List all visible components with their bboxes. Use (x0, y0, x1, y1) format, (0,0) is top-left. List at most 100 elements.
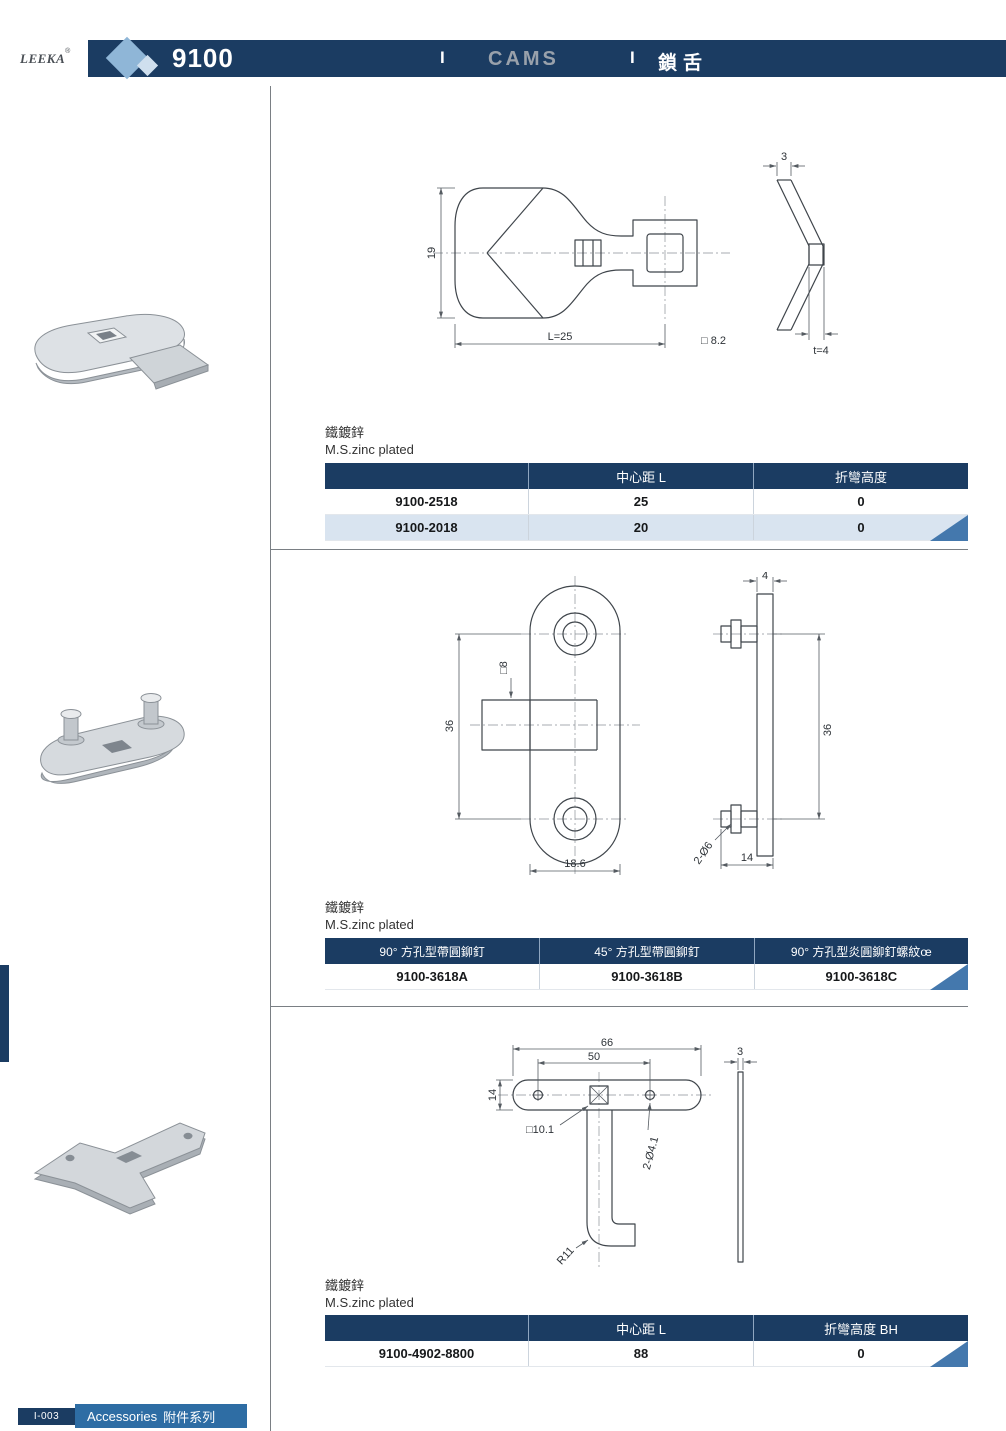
dim-label-square-8: □8 (498, 661, 510, 674)
brand-logo: LEEKA ® (0, 40, 88, 77)
dimension-width-18-6: 18.6 (529, 858, 621, 875)
brand-name: LEEKA (20, 50, 66, 66)
material-note-3: 鐵鍍鋅 M.S.zinc plated (325, 1277, 414, 1311)
diamond-icon-large (105, 36, 149, 80)
center-distance-value: 88 (528, 1341, 753, 1366)
dim-label-36-side: 36 (822, 724, 834, 736)
dimension-radius-R11: R11 (555, 1239, 589, 1267)
material-zh: 鐵鍍鋅 (325, 900, 365, 915)
category-title-en: CAMS (488, 48, 559, 70)
dimension-square-8: □8 (498, 661, 513, 698)
footer-category-bar: Accessories 附件系列 (75, 1404, 247, 1428)
dim-label-2-d4-1: 2-Ø4.1 (641, 1135, 661, 1171)
dimension-width-66: 66 (512, 1037, 702, 1076)
dimension-side-36: 36 (773, 633, 834, 820)
center-distance-value: 25 (528, 489, 753, 514)
dim-label-R11: R11 (555, 1245, 577, 1267)
col-header-type-90-thread: 90° 方孔型炎圓鉚釘螺紋œ (753, 938, 968, 964)
category-title-zh: 鎖舌 (658, 53, 709, 74)
table-row: 9100-2018 20 0 (325, 515, 968, 541)
dim-label-14: 14 (741, 852, 753, 864)
col-header-part (325, 1315, 528, 1341)
product-photo-cam-1 (34, 313, 210, 390)
table-header-row: 中心距 L 折彎高度 BH (325, 1315, 968, 1341)
bend-height-value: 0 (753, 489, 968, 514)
series-number: 9100 (172, 43, 234, 73)
dimension-front-36: 36 (444, 633, 521, 820)
section-divider-2 (271, 1006, 968, 1007)
technical-drawing-1: 19 L=25 □ 8.2 3 t=4 (426, 151, 838, 357)
page-edge-tab (0, 965, 9, 1062)
dim-label-19: 19 (426, 247, 438, 259)
dimension-holes-2-d4-1: 2-Ø4.1 (641, 1102, 661, 1171)
col-header-bend-height-bh: 折彎高度 BH (753, 1315, 968, 1341)
dim-label-14-bar: 14 (488, 1089, 499, 1101)
dim-label-2-d6: 2-Ø6 (692, 840, 716, 867)
col-header-center-distance: 中心距 L (528, 1315, 753, 1341)
col-header-type-90: 90° 方孔型帶圓鉚釘 (379, 944, 485, 959)
dim-label-10-1: □10.1 (526, 1124, 554, 1136)
center-distance-value: 20 (528, 515, 753, 540)
spec-table-2: 90° 方孔型帶圓鉚釘 45° 方孔型帶圓鉚釘 90° 方孔型炎圓鉚釘螺紋œ 9… (325, 938, 968, 990)
dim-label-4: 4 (762, 572, 768, 582)
dim-label-t4: t=4 (813, 345, 829, 357)
bend-height-value: 0 (753, 1341, 968, 1366)
dim-label-66: 66 (601, 1037, 613, 1049)
table-corner-triangle (930, 1341, 968, 1367)
footer-label-en: Accessories (87, 1408, 158, 1424)
dim-label-36-front: 36 (444, 720, 456, 732)
cam1-front-view (433, 187, 730, 320)
registered-mark-icon: ® (65, 48, 71, 55)
bend-height-value: 0 (753, 515, 968, 540)
dim-label-3-side: 3 (737, 1046, 743, 1058)
cam2-side-view (713, 593, 785, 857)
dimension-top-3: 3 (763, 151, 805, 176)
header-separator-1: I (440, 48, 445, 67)
material-en: M.S.zinc plated (325, 1295, 414, 1310)
part-number: 9100-3618A (396, 969, 468, 984)
table-corner-triangle (930, 964, 968, 990)
material-note-1: 鐵鍍鋅 M.S.zinc plated (325, 424, 414, 458)
vertical-divider (270, 86, 271, 1431)
section-divider-1 (271, 549, 968, 550)
col-header-part (325, 463, 528, 489)
col-header-center-distance: 中心距 L (528, 463, 753, 489)
table-corner-triangle (930, 515, 968, 541)
dim-label-50: 50 (588, 1051, 600, 1063)
page-number-badge: I-003 (18, 1408, 75, 1425)
dimension-rivet-2-d6: 2-Ø6 (692, 823, 732, 867)
table-row: 9100-3618A 9100-3618B 9100-3618C (325, 964, 968, 990)
header-title-bar: 9100 I CAMS I 鎖舌 (88, 36, 1006, 80)
dimension-square-10-1: □10.1 (526, 1105, 589, 1136)
dimension-side-14: 14 (720, 829, 774, 869)
dimension-height-19: 19 (426, 187, 455, 319)
part-number: 9100-2018 (395, 520, 458, 535)
cam3-side-view: 3 (724, 1046, 757, 1263)
table-row: 9100-2518 25 0 (325, 489, 968, 515)
page-header: LEEKA ® 9100 I CAMS I 鎖舌 (0, 36, 1006, 80)
spec-table-3: 中心距 L 折彎高度 BH 9100-4902-8800 88 0 (325, 1315, 968, 1367)
table-header-row: 中心距 L 折彎高度 (325, 463, 968, 489)
col-header-type-45: 45° 方孔型帶圓鉚釘 (539, 938, 753, 964)
cam2-front-view (470, 576, 640, 874)
footer-label-zh: 附件系列 (163, 1409, 216, 1425)
dim-label-18-6: 18.6 (564, 858, 585, 870)
spec-table-1: 中心距 L 折彎高度 9100-2518 25 0 9100-2018 20 0 (325, 463, 968, 541)
dimension-holes-50: 50 (537, 1051, 651, 1089)
material-zh: 鐵鍍鋅 (325, 425, 365, 440)
table-header-row: 90° 方孔型帶圓鉚釘 45° 方孔型帶圓鉚釘 90° 方孔型炎圓鉚釘螺紋œ (325, 938, 968, 964)
part-number: 9100-3618C (753, 964, 968, 989)
dim-label-square-8-2: □ 8.2 (701, 335, 726, 347)
technical-drawing-3: 66 50 14 □10.1 2-Ø4.1 R11 (488, 1037, 757, 1267)
dimension-height-14: 14 (488, 1079, 513, 1111)
table-row: 9100-4902-8800 88 0 (325, 1341, 968, 1367)
product-photo-cam-2 (40, 693, 185, 784)
dimension-length-L25: L=25 (454, 324, 666, 348)
part-number: 9100-2518 (395, 494, 458, 509)
cam3-front-view (498, 1072, 713, 1267)
product-photo-cam-3 (33, 1122, 206, 1215)
dim-label-L25: L=25 (548, 331, 573, 343)
material-en: M.S.zinc plated (325, 442, 414, 457)
cam1-side-view (776, 179, 825, 331)
